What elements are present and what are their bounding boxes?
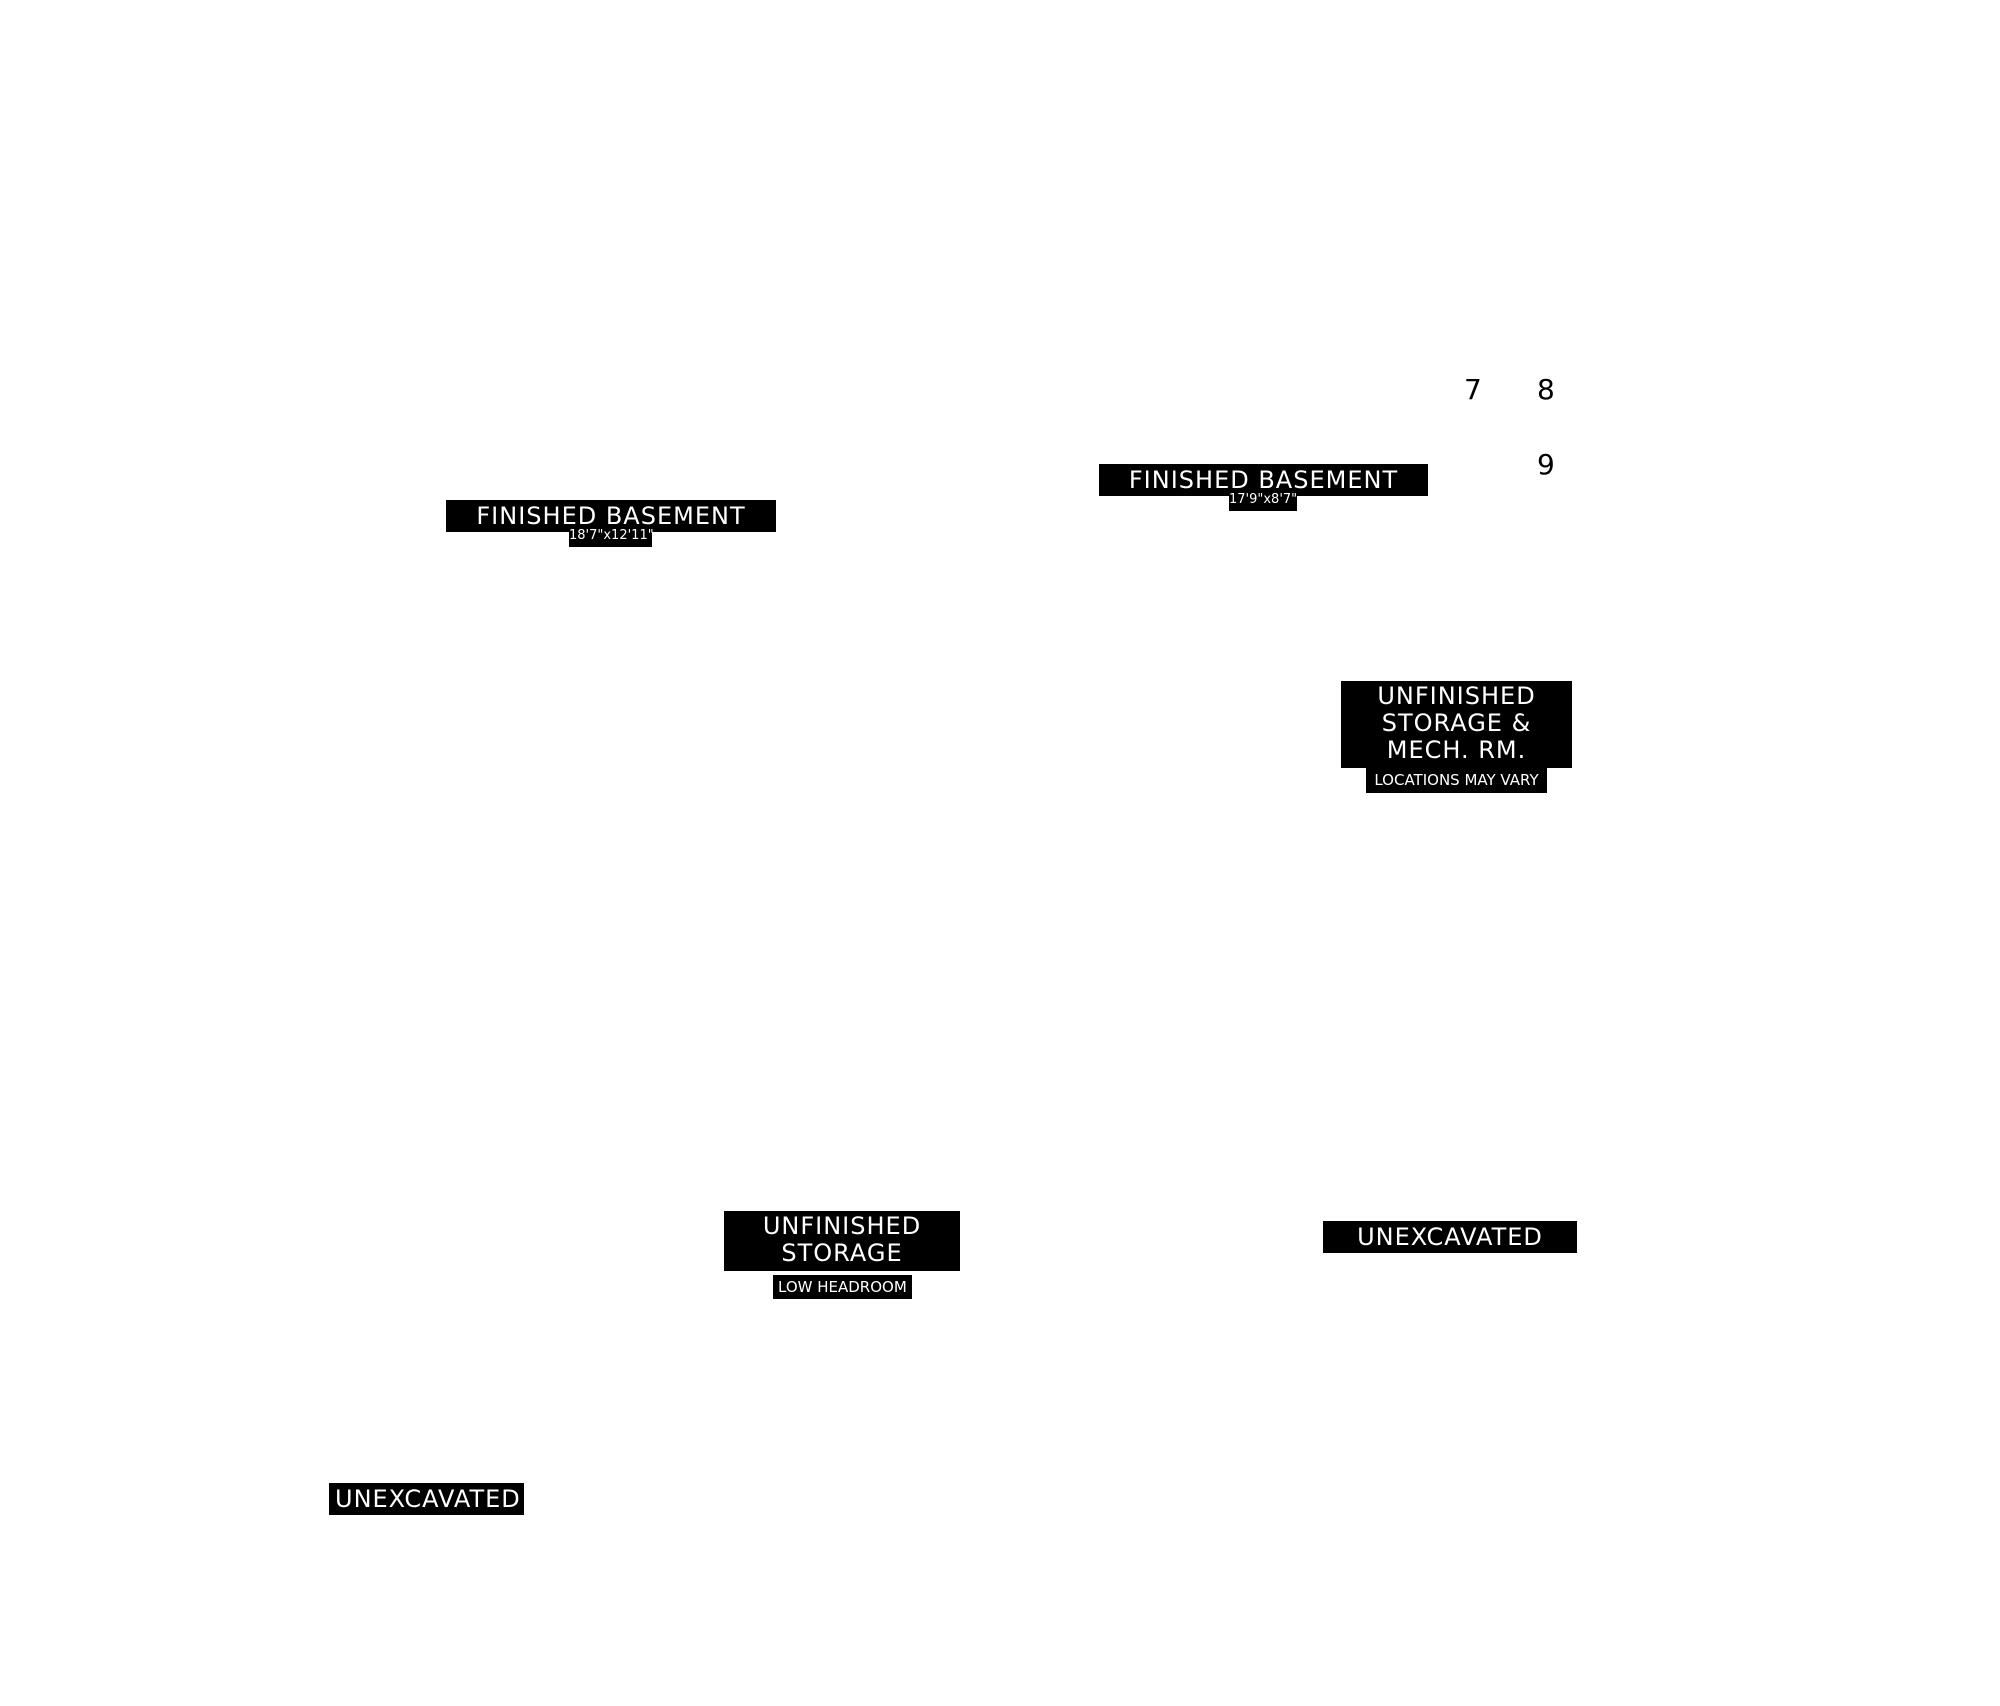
marker-number-8: 8 (1537, 373, 1555, 406)
room-label-unfinished-storage: UNFINISHED STORAGE (724, 1211, 960, 1271)
room-dimension-finished-basement-left: 18'7"x12'11" (569, 527, 654, 547)
room-label-unexcavated-right: UNEXCAVATED (1323, 1221, 1577, 1253)
room-note-locations-may-vary: LOCATIONS MAY VARY (1366, 768, 1547, 793)
room-label-line: STORAGE (781, 1239, 903, 1267)
room-label-line: UNFINISHED (762, 1212, 922, 1240)
room-label-unexcavated-left: UNEXCAVATED (329, 1483, 524, 1515)
marker-number-7: 7 (1464, 373, 1482, 406)
room-dimension-finished-basement-right: 17'9"x8'7" (1229, 491, 1297, 511)
room-note-low-headroom: LOW HEADROOM (773, 1275, 912, 1299)
room-label-unfinished-storage-mech: UNFINISHED STORAGE & MECH. RM. (1341, 681, 1572, 768)
marker-number-9: 9 (1537, 448, 1555, 481)
room-label-line: MECH. RM. (1386, 736, 1527, 764)
room-label-line: STORAGE & (1381, 709, 1532, 737)
room-label-finished-basement-left: FINISHED BASEMENT (446, 500, 776, 532)
room-label-line: UNFINISHED (1377, 682, 1536, 710)
room-label-finished-basement-right: FINISHED BASEMENT (1099, 464, 1428, 496)
